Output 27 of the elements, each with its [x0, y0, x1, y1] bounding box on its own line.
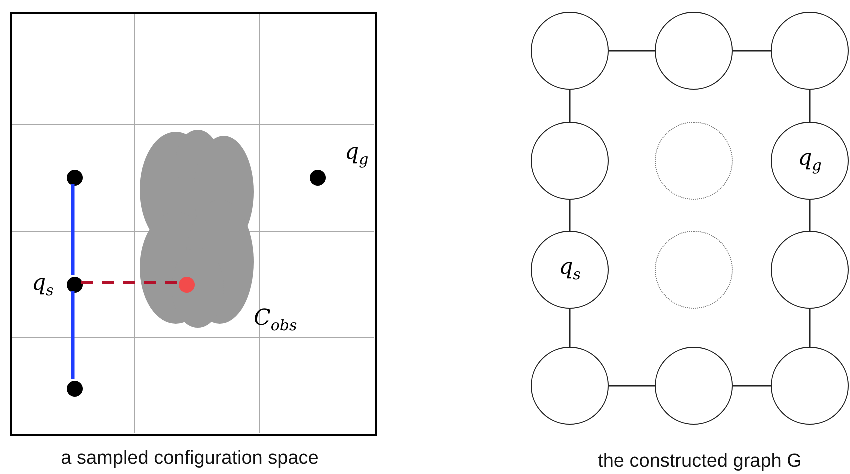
connector-line [809, 200, 811, 231]
sample-point [67, 277, 83, 293]
sample-point [310, 170, 326, 186]
connector-line [809, 90, 811, 122]
node-label: q$_{g}$ [798, 148, 822, 174]
connector-line [733, 385, 771, 387]
sample-point [67, 381, 83, 397]
removed-graph-node [655, 122, 733, 200]
point-label: C$_{obs}$ [254, 308, 298, 334]
dashed-connector [81, 282, 177, 284]
connector-line [569, 90, 571, 122]
connector-line [71, 184, 75, 275]
caption: the constructed graph G [598, 451, 802, 473]
node-label: q$_{s}$ [559, 257, 581, 283]
configuration-space-frame [10, 12, 377, 436]
connector-line [569, 200, 571, 231]
caption: a sampled configuration space [61, 448, 319, 470]
connector-line [609, 385, 655, 387]
connector-line [71, 291, 75, 379]
connector-line [809, 309, 811, 347]
removed-graph-node [655, 231, 733, 309]
connector-line [733, 50, 771, 52]
point-label: q$_{s}$ [32, 273, 54, 298]
connector-line [569, 309, 571, 347]
point-label: q$_{g}$ [345, 142, 369, 168]
sample-point [67, 170, 83, 186]
connector-line [609, 50, 655, 52]
